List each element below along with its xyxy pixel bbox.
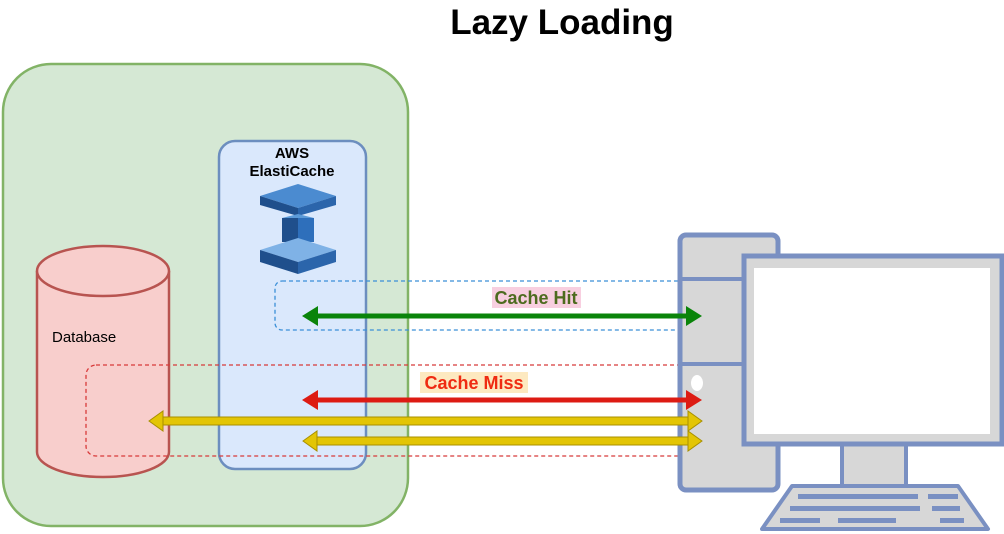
cache-hit-arrow bbox=[302, 306, 702, 326]
cache-miss-arrow bbox=[302, 390, 702, 410]
database-label: Database bbox=[52, 329, 116, 346]
database-fetch-arrow bbox=[148, 410, 703, 432]
cache-miss-label-highlight bbox=[420, 372, 528, 393]
cache-hit-label-highlight bbox=[492, 287, 581, 308]
cache-populate-arrow bbox=[302, 430, 703, 452]
elasticache-icon bbox=[260, 184, 336, 274]
elasticache-label-name: ElastiCache bbox=[249, 163, 334, 180]
cache-miss-label: Cache Miss bbox=[424, 373, 523, 393]
desktop-computer-icon bbox=[677, 232, 1004, 531]
cache-miss-region bbox=[85, 364, 711, 457]
database-cylinder-icon bbox=[35, 244, 171, 479]
diagram-title: Lazy Loading bbox=[450, 3, 674, 42]
elasticache-label-aws: AWS bbox=[275, 145, 309, 162]
cache-hit-label: Cache Hit bbox=[494, 288, 577, 308]
elasticache-panel bbox=[217, 139, 368, 471]
